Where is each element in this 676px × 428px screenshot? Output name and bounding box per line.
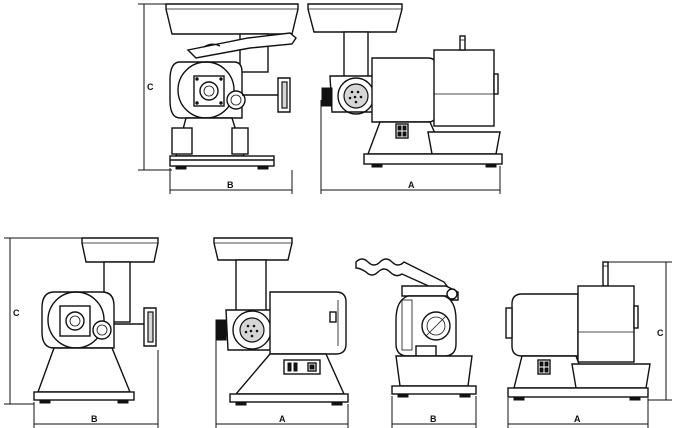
view-front-top: [165, 3, 299, 170]
view-side-bottom-right: [505, 261, 651, 401]
dim-label-c-view1: C: [147, 82, 154, 92]
dim-label-a-view2: A: [408, 180, 415, 190]
dim-label-b-view1: B: [227, 180, 234, 190]
dim-label-c-view6: C: [657, 328, 664, 338]
dimension-lines: [4, 3, 672, 428]
view-side-top: [307, 3, 503, 168]
view-side-bottom-middle: [213, 237, 349, 406]
dim-label-c-view3: C: [13, 308, 20, 318]
dim-label-b-view3: B: [91, 414, 98, 424]
view-front-bottom-left: [33, 237, 159, 404]
dim-label-a-view6: A: [574, 414, 581, 424]
view-front-bottom-lever: [355, 258, 477, 398]
dim-label-b-view5: B: [430, 414, 437, 424]
dim-label-a-view4: A: [279, 414, 286, 424]
